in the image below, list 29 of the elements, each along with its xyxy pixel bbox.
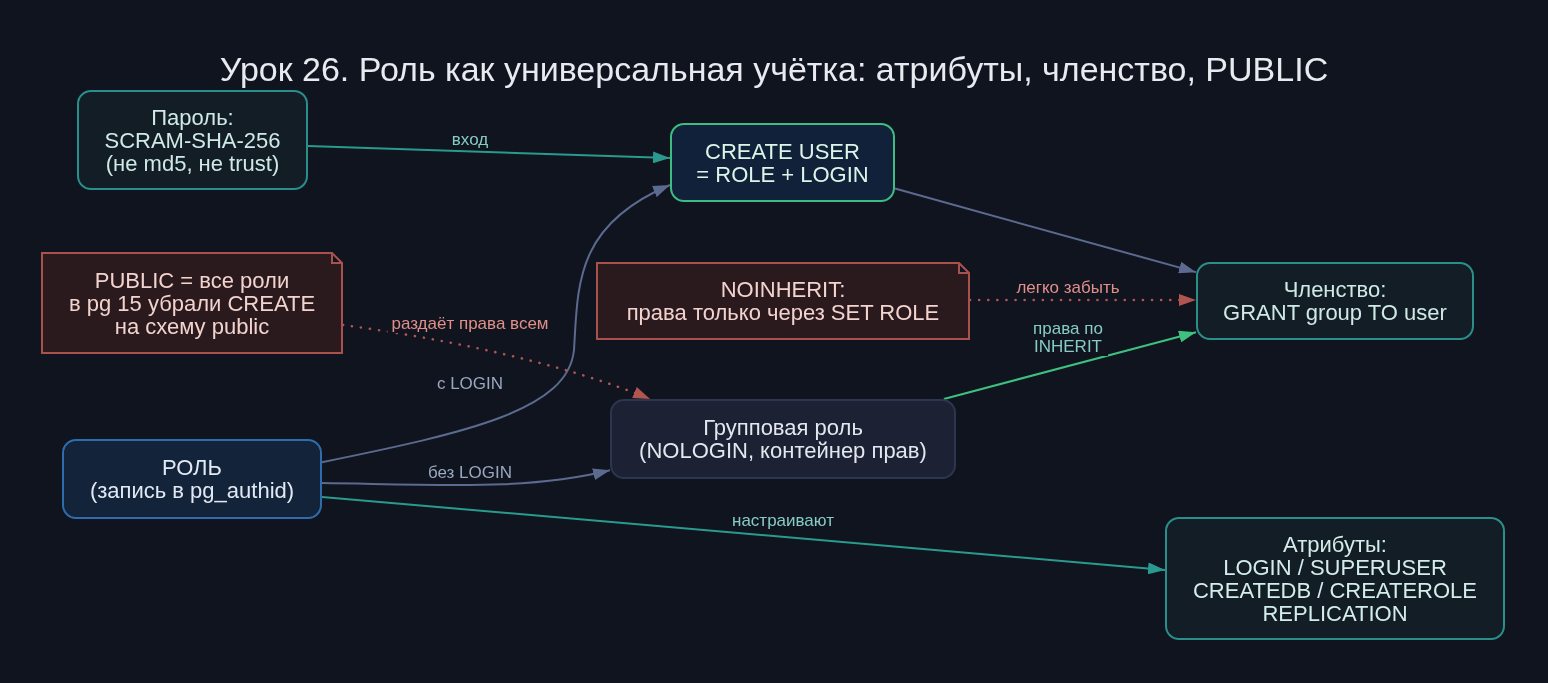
rounded-box	[1165, 517, 1505, 640]
node-text: (NOLOGIN, контейнер прав)	[639, 439, 927, 462]
arrow	[894, 187, 1197, 274]
rounded-box	[77, 90, 308, 190]
dotted-arrow	[341, 323, 652, 401]
node-heading: РОЛЬ	[162, 456, 222, 479]
arrow	[307, 145, 671, 164]
node-text: (запись в pg_authid)	[89, 479, 295, 502]
node-heading: Членство:	[1283, 278, 1387, 301]
node-heading: Атрибуты:	[1283, 532, 1387, 556]
node-heading: PUBLIC = все роли	[94, 268, 290, 292]
node-text: права только через SET ROLE	[626, 301, 940, 324]
arrow	[942, 330, 1197, 400]
arrow	[321, 184, 671, 464]
rounded-box	[610, 399, 956, 479]
arrow	[321, 496, 1166, 575]
note-box	[41, 252, 343, 354]
rounded-box	[62, 439, 322, 519]
node-heading: Пароль:	[151, 105, 234, 129]
rounded-box	[670, 123, 895, 202]
node-heading: Групповая роль	[703, 416, 863, 439]
note-box	[596, 262, 970, 340]
rounded-box	[1196, 262, 1474, 340]
arrow	[321, 468, 611, 487]
dotted-arrow	[968, 294, 1198, 306]
diagram-title: Урок 26. Роль как универсальная учётка: атрибуты, членство, PUBLIC	[219, 50, 1329, 88]
node-text: CREATE USER = ROLE + LOGIN	[695, 139, 870, 186]
node-heading: NOINHERIT:	[720, 278, 846, 301]
node-text: GRANT group TO user	[1223, 301, 1447, 324]
